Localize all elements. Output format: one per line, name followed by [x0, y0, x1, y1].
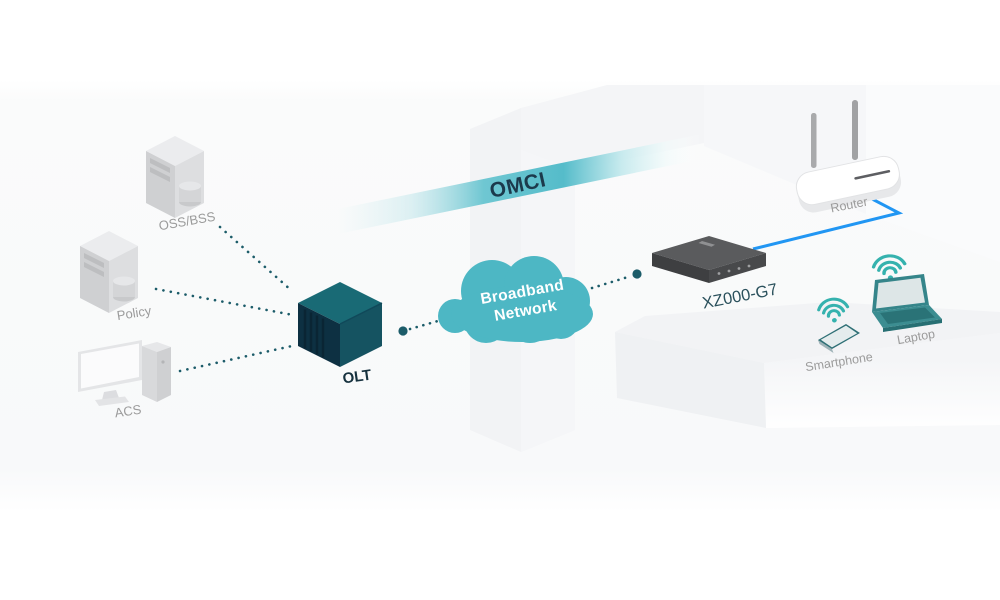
laptop-icon — [872, 274, 942, 332]
server-icon-ossbss — [146, 136, 204, 218]
link-endpoint-dot-ont — [632, 269, 642, 279]
dotted-links — [154, 225, 630, 373]
ont-xz000-g7-icon — [652, 236, 766, 283]
background-structures — [470, 85, 1000, 452]
acs-computer-icon — [78, 340, 171, 406]
smartphone-icon — [818, 324, 860, 353]
broadband-cloud-icon — [438, 256, 593, 343]
omci-ribbon — [338, 134, 702, 234]
dotted-link-olt-cloud — [408, 315, 454, 331]
dotted-link-ossbss-olt — [218, 225, 294, 293]
dotted-link-policy-olt — [154, 287, 295, 317]
link-endpoint-dot-olt — [398, 326, 408, 336]
olt-icon — [298, 282, 383, 367]
dotted-link-cloud-ont — [590, 275, 630, 290]
server-icon-policy — [80, 231, 138, 313]
router-icon — [795, 100, 902, 213]
